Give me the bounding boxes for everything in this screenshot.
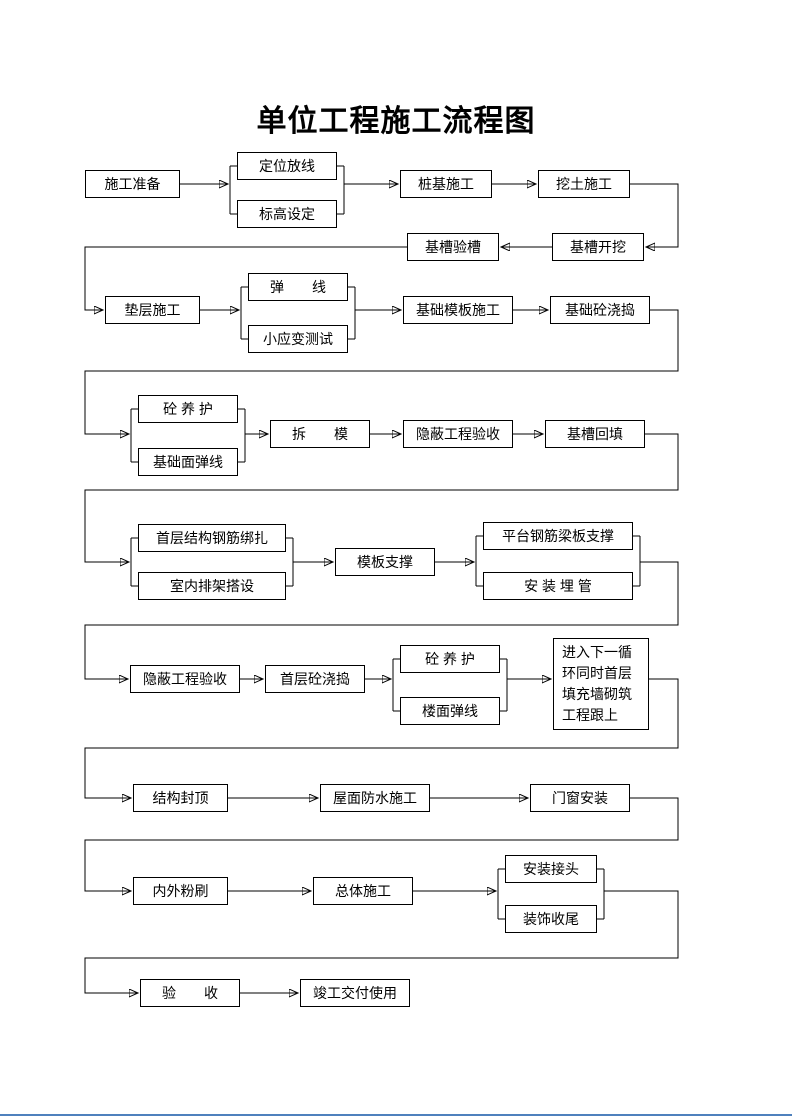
node-elevation-setting: 标高设定 [237, 200, 337, 228]
node-completion-handover: 竣工交付使用 [300, 979, 410, 1007]
node-first-floor-concrete-pouring: 首层砼浇捣 [265, 665, 365, 693]
page-title: 单位工程施工流程图 [256, 105, 536, 138]
node-indoor-scaffold-setup: 室内排架搭设 [138, 572, 286, 600]
node-trench-excavation: 基槽开挖 [552, 233, 644, 261]
node-roof-waterproofing: 屋面防水施工 [320, 784, 430, 812]
node-concrete-curing-2: 砼 养 护 [400, 645, 500, 673]
node-trench-backfill: 基槽回填 [545, 420, 645, 448]
node-concealed-work-acceptance-1: 隐蔽工程验收 [403, 420, 513, 448]
node-foundation-concrete-pouring: 基础砼浇捣 [550, 296, 650, 324]
node-cushion-layer-construction: 垫层施工 [105, 296, 200, 324]
node-snap-line: 弹 线 [248, 273, 348, 301]
flow-arrows [84, 184, 679, 993]
node-formwork-support: 模板支撑 [335, 548, 435, 576]
node-trench-inspection: 基槽验槽 [407, 233, 499, 261]
node-next-cycle-note: 进入下一循环同时首层填充墙砌筑工程跟上 [553, 638, 649, 730]
node-earth-excavation: 挖土施工 [538, 170, 630, 198]
node-embedded-pipe-installation: 安 装 埋 管 [483, 572, 633, 600]
node-pile-foundation-construction: 桩基施工 [400, 170, 492, 198]
bottom-page-rule [0, 1114, 792, 1116]
node-foundation-formwork: 基础模板施工 [403, 296, 513, 324]
node-overall-construction: 总体施工 [313, 877, 413, 905]
node-platform-rebar-beam-slab-support: 平台钢筋梁板支撑 [483, 522, 633, 550]
node-low-strain-test: 小应变测试 [248, 325, 348, 353]
node-acceptance: 验 收 [140, 979, 240, 1007]
node-joint-installation: 安装接头 [505, 855, 597, 883]
node-construction-preparation: 施工准备 [85, 170, 180, 198]
node-door-window-installation: 门窗安装 [530, 784, 630, 812]
node-formwork-removal: 拆 模 [270, 420, 370, 448]
node-concealed-work-acceptance-2: 隐蔽工程验收 [130, 665, 240, 693]
node-decoration-finishing: 装饰收尾 [505, 905, 597, 933]
node-foundation-surface-line: 基础面弹线 [138, 448, 238, 476]
node-floor-surface-line: 楼面弹线 [400, 697, 500, 725]
node-first-floor-rebar-tying: 首层结构钢筋绑扎 [138, 524, 286, 552]
node-interior-exterior-painting: 内外粉刷 [133, 877, 228, 905]
node-positioning-line-layout: 定位放线 [237, 152, 337, 180]
node-structure-topping-out: 结构封顶 [133, 784, 228, 812]
node-concrete-curing-1: 砼 养 护 [138, 395, 238, 423]
